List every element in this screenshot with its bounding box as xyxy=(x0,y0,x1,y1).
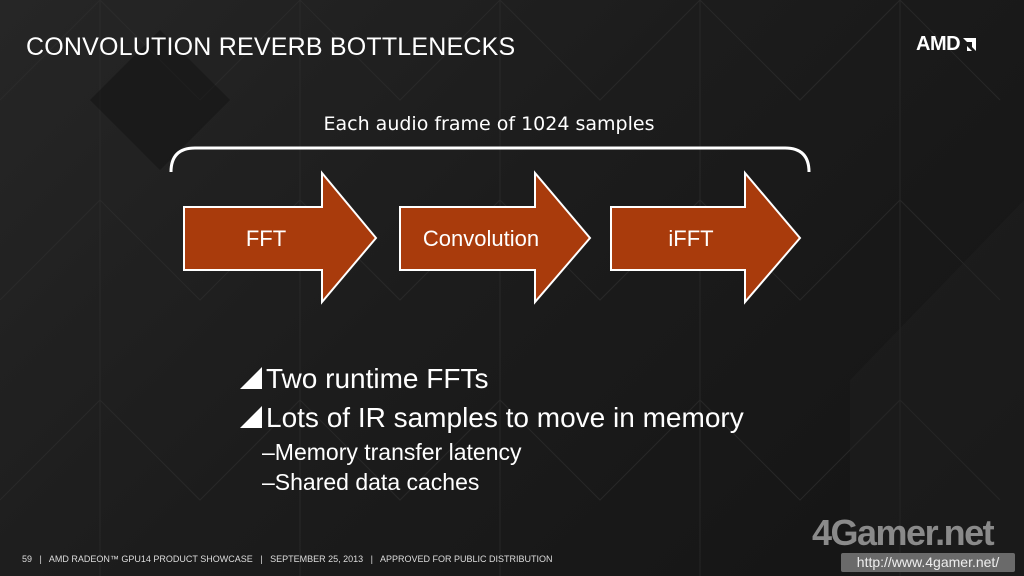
arrow-ifft xyxy=(610,170,802,305)
watermark-url: http://www.4gamer.net/ xyxy=(841,553,1015,572)
frame-brace xyxy=(169,146,811,173)
step-label-ifft: iFFT xyxy=(668,226,714,251)
sub-bullet-item: –Shared data caches xyxy=(262,469,480,495)
step-label-fft: FFT xyxy=(245,226,287,251)
watermark-brand: 4Gamer.net xyxy=(812,512,995,553)
sub-bullet-item: –Memory transfer latency xyxy=(262,439,522,465)
slide-footer: 59 | AMD RADEON™ GPU14 PRODUCT SHOWCASE … xyxy=(22,554,553,564)
frame-label: Each audio frame of 1024 samples xyxy=(323,113,655,135)
bullet-item: Two runtime FFTs xyxy=(240,363,744,395)
bullet-item: Lots of IR samples to move in memory xyxy=(240,402,744,434)
bullet-triangle-icon xyxy=(240,406,262,428)
arrow-fft xyxy=(183,170,378,305)
amd-arrow-icon xyxy=(963,38,977,51)
slide-title: CONVOLUTION REVERB BOTTLENECKS xyxy=(26,33,516,61)
bullet-triangle-icon xyxy=(240,367,262,389)
step-label-convolution: Convolution xyxy=(422,226,540,251)
arrow-convolution xyxy=(399,170,592,305)
bullet-list: Two runtime FFTs Lots of IR samples to m… xyxy=(240,363,744,501)
amd-logo: AMD xyxy=(916,33,977,56)
